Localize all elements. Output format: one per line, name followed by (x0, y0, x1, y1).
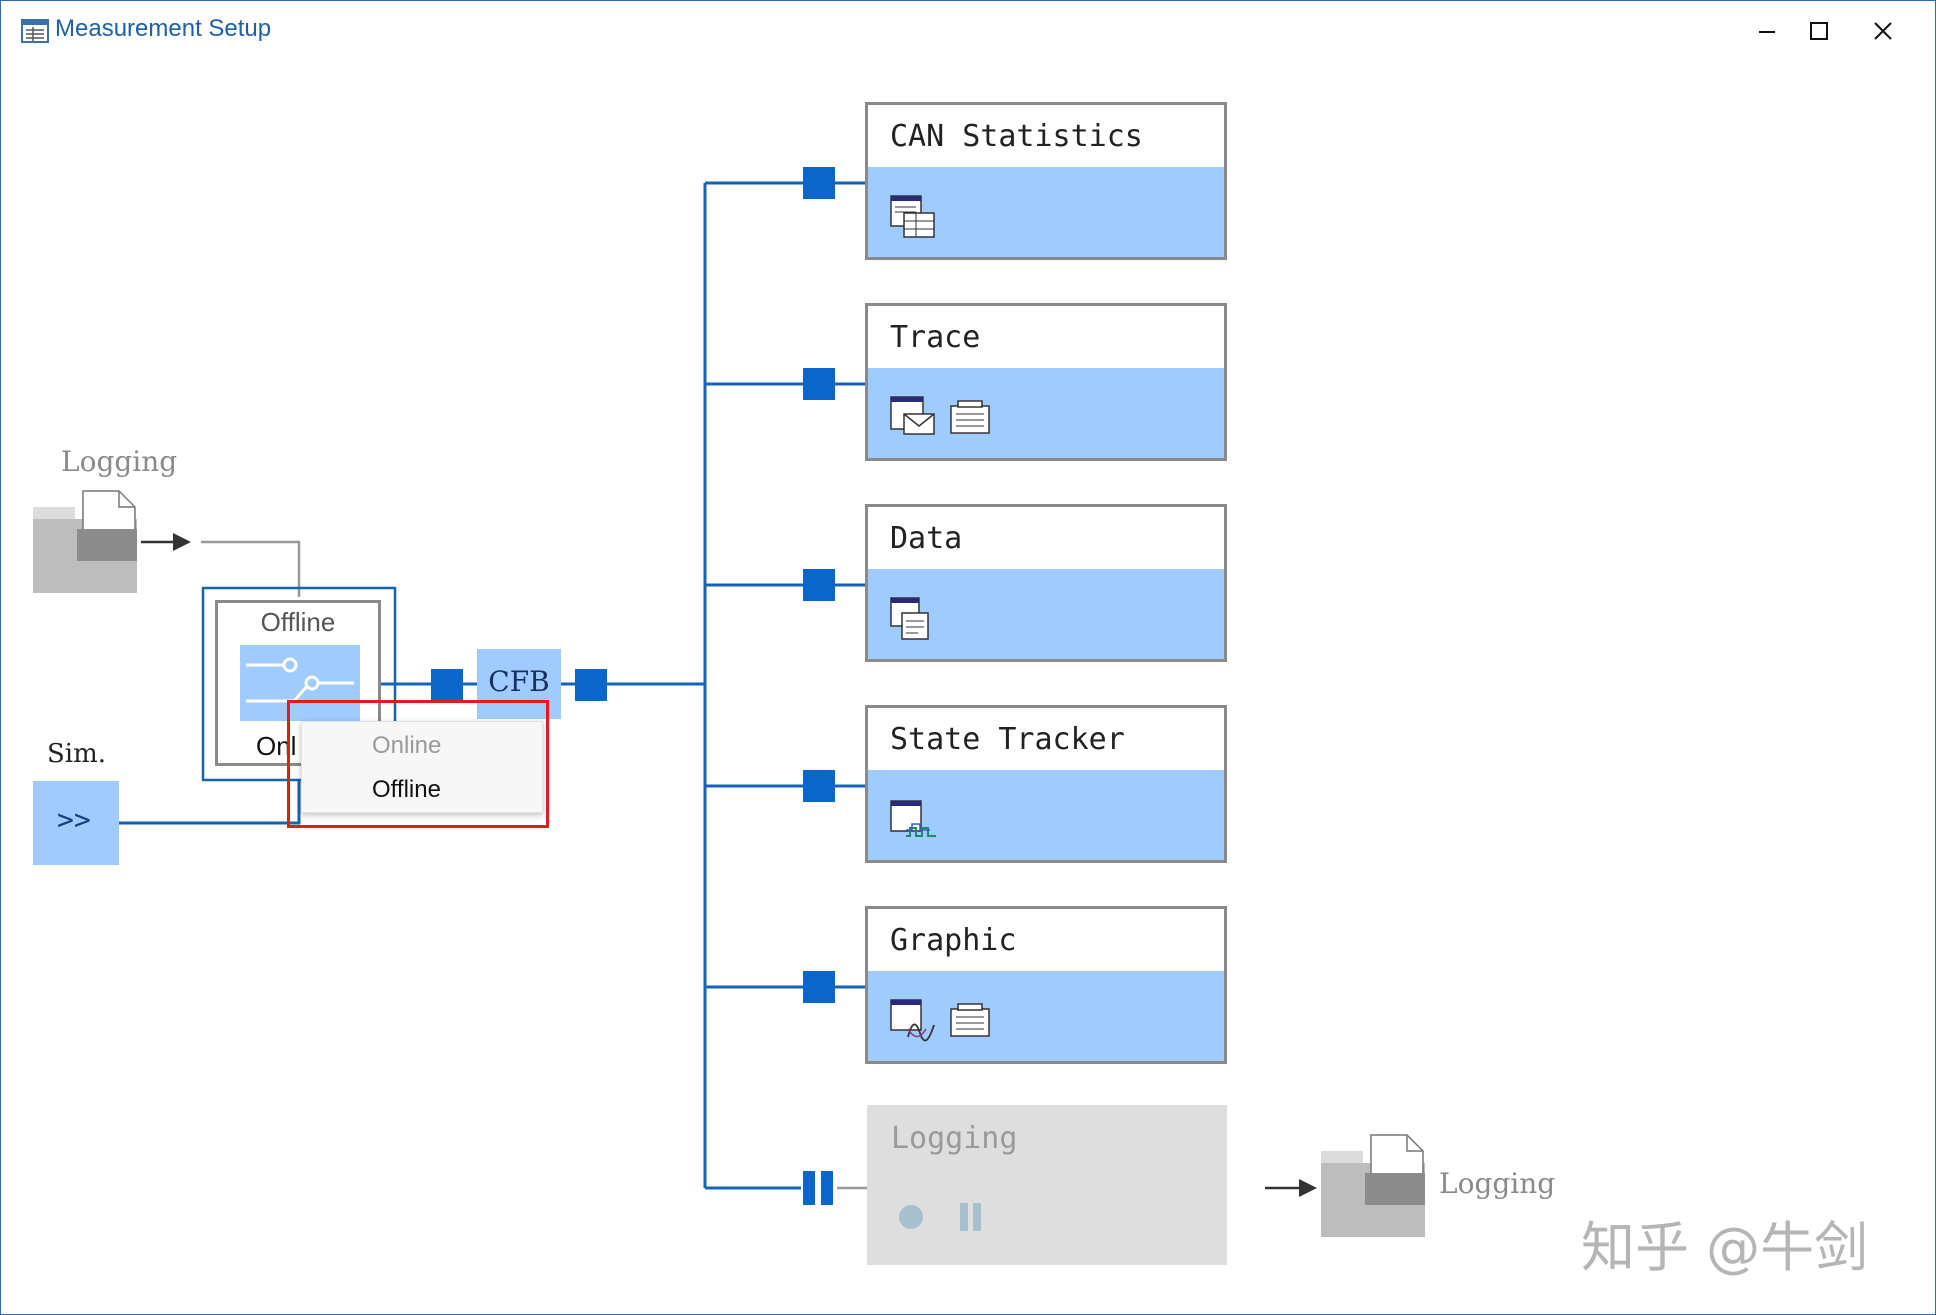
menu-item-online[interactable]: Online (372, 732, 442, 759)
sim-label: Sim. (47, 739, 107, 769)
logging-pause-node-right[interactable] (821, 1171, 833, 1205)
data-window-icon[interactable] (890, 597, 930, 641)
sim-symbol: >> (57, 803, 91, 836)
maximize-icon[interactable] (1795, 11, 1843, 51)
graphic-block[interactable]: Graphic (865, 906, 1227, 1064)
trace-window-icon[interactable] (890, 396, 936, 436)
menu-item-offline[interactable]: Offline (372, 776, 441, 803)
cfb-output-node[interactable] (575, 669, 607, 701)
online-offline-switch-block[interactable]: Offline Onl (215, 600, 381, 766)
logging-source-folder-icon[interactable] (33, 489, 141, 595)
block-header (868, 909, 1224, 971)
block-header (868, 105, 1224, 167)
block-header (868, 306, 1224, 368)
graphic-node[interactable] (803, 971, 835, 1003)
sim-block[interactable]: >> (33, 781, 119, 865)
switch-output-node[interactable] (431, 669, 463, 701)
title-bar: Measurement Setup (1, 1, 1935, 61)
block-label: Graphic (890, 923, 1017, 958)
can-statistics-node[interactable] (803, 167, 835, 199)
cfb-label: CFB (488, 665, 550, 698)
watermark: 知乎 @牛剑 (1581, 1216, 1869, 1279)
block-header (868, 708, 1224, 770)
state-tracker-window-icon[interactable] (890, 800, 940, 840)
statistics-window-icon[interactable] (890, 195, 936, 239)
block-label: State Tracker (890, 722, 1125, 757)
block-label: Trace (890, 320, 981, 355)
block-label: Data (890, 521, 963, 556)
can-statistics-block[interactable]: CAN Statistics (865, 102, 1227, 260)
online-offline-context-menu: Online Offline (301, 721, 543, 813)
state-tracker-node[interactable] (803, 770, 835, 802)
logging-block[interactable]: Logging (867, 1105, 1227, 1265)
logging-pause-node-left[interactable] (803, 1171, 815, 1205)
data-node[interactable] (803, 569, 835, 601)
switch-header-label: Offline (260, 607, 336, 637)
trace-block[interactable]: Trace (865, 303, 1227, 461)
minimize-icon[interactable] (1743, 11, 1791, 51)
state-tracker-block[interactable]: State Tracker (865, 705, 1227, 863)
data-block[interactable]: Data (865, 504, 1227, 662)
trace-node[interactable] (803, 368, 835, 400)
block-header (868, 507, 1224, 569)
configuration-sheet-icon[interactable] (950, 400, 990, 434)
window-title: Measurement Setup (55, 15, 272, 42)
record-icon[interactable] (897, 1203, 925, 1231)
close-icon[interactable] (1859, 11, 1907, 51)
block-label: CAN Statistics (890, 119, 1143, 154)
logging-output-label: Logging (1439, 1167, 1556, 1200)
highlight-annotation (287, 700, 549, 828)
pause-icon[interactable] (959, 1201, 983, 1233)
logging-block-label: Logging (891, 1121, 1018, 1156)
measurement-setup-icon (21, 19, 49, 43)
logging-source-label: Logging (61, 445, 178, 478)
graphic-window-icon[interactable] (890, 999, 940, 1043)
configuration-sheet-icon[interactable] (950, 1003, 990, 1037)
switch-icon (240, 645, 360, 721)
logging-output-folder-icon[interactable] (1321, 1133, 1429, 1239)
